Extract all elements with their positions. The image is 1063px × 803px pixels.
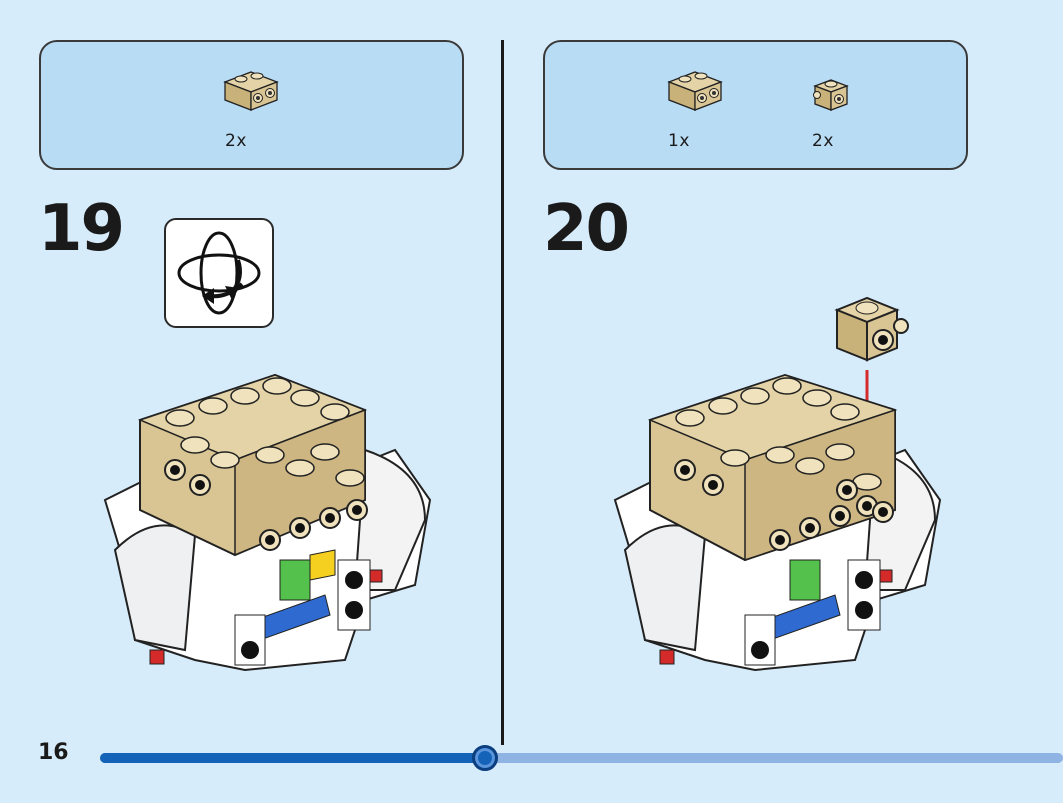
part-quantity: 2x [812, 131, 834, 151]
part-quantity: 1x [668, 131, 690, 151]
step-number: 19 [38, 192, 125, 266]
progress-track [100, 753, 1063, 763]
column-divider [501, 40, 504, 745]
step-20-model-illustration [613, 296, 942, 672]
tan-brick-1x2-icon [667, 71, 723, 111]
progress-fill [100, 753, 485, 763]
tan-brick-1x1-icon [813, 79, 849, 111]
parts-callout-step-19: 2x [39, 40, 464, 170]
parts-callout-step-20: 1x 2x [543, 40, 968, 170]
progress-knob [472, 745, 498, 771]
rotate-arrows-icon [177, 231, 261, 315]
rotate-model-icon [164, 218, 274, 328]
part-quantity: 2x [225, 131, 247, 151]
new-tan-brick-1x1 [834, 296, 909, 362]
step-19-model-illustration [103, 373, 432, 672]
page-number: 16 [38, 740, 69, 765]
step-number: 20 [543, 192, 630, 266]
tan-brick-1x2-icon [223, 71, 279, 111]
side-stud-row [164, 459, 368, 551]
